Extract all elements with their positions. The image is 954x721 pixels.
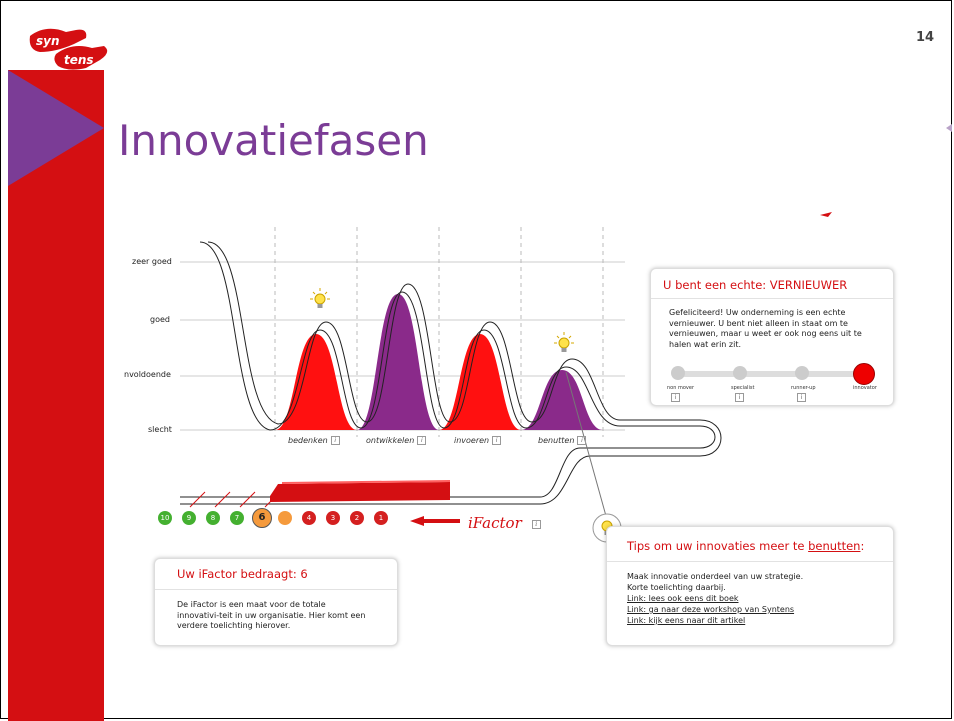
level-label: specialist <box>731 385 755 391</box>
ifactor-dot-9[interactable]: 9 <box>182 511 196 525</box>
ifactor-card-text: De iFactor is een maat voor de totale in… <box>177 600 366 630</box>
info-icon[interactable]: i <box>671 393 680 402</box>
ifactor-dot-3[interactable]: 3 <box>326 511 340 525</box>
level-dot[interactable] <box>733 366 747 380</box>
level-label: non mover <box>667 385 695 391</box>
level-dot-active[interactable] <box>853 363 875 385</box>
info-icon[interactable]: i <box>417 436 427 445</box>
level-label: innovator <box>853 385 877 391</box>
verdict-card: U bent een echte: VERNIEUWER Gefelicitee… <box>650 268 894 406</box>
tips-card: Tips om uw innovaties meer te benutten: … <box>606 526 894 646</box>
svg-text:tens: tens <box>64 53 94 67</box>
ifactor-train <box>270 480 451 502</box>
verdict-text: Gefeliciteerd! Uw onderneming is een ech… <box>669 308 862 349</box>
svg-text:syn: syn <box>36 34 60 48</box>
ifactor-card-title: Uw iFactor bedraagt: 6 <box>177 567 308 581</box>
ifactor-dot-10[interactable]: 10 <box>158 511 172 525</box>
syntens-logo: syn tens <box>29 28 108 70</box>
innovation-panel: zeer goed goed nvoldoende slecht bedenke… <box>120 212 902 652</box>
info-icon[interactable]: i <box>492 436 502 445</box>
tips-text: Korte toelichting daarbij. <box>627 583 726 592</box>
left-purple-triangle <box>8 70 104 186</box>
ifactor-dot-7[interactable]: 7 <box>230 511 244 525</box>
corner-mark <box>820 212 832 217</box>
level-dot[interactable] <box>671 366 685 380</box>
ifactor-dot-1[interactable]: 1 <box>374 511 388 525</box>
rail-marks <box>189 491 281 508</box>
info-icon[interactable]: i <box>531 519 541 529</box>
info-icon[interactable]: i <box>797 393 806 402</box>
info-icon[interactable]: i <box>735 393 744 402</box>
info-icon[interactable]: i <box>330 436 340 445</box>
level-label: runner-up <box>791 385 816 391</box>
tips-title-link[interactable]: benutten <box>808 539 861 553</box>
peak-invoeren <box>439 334 521 430</box>
ifactor-card: Uw iFactor bedraagt: 6 De iFactor is een… <box>154 558 398 646</box>
ylabel: slecht <box>148 425 172 434</box>
verdict-title: U bent een echte: VERNIEUWER <box>663 278 848 292</box>
peak-ontwikkelen <box>357 294 439 430</box>
ifactor-dot-4[interactable]: 4 <box>302 511 316 525</box>
page-title: Innovatiefasen <box>118 116 429 165</box>
phase-chart <box>180 212 832 543</box>
ifactor-arrow <box>410 516 460 526</box>
bulb-icon <box>310 288 330 308</box>
track-outline <box>180 241 722 505</box>
peak-benutten <box>521 370 603 430</box>
info-icon[interactable]: i <box>577 436 587 445</box>
tips-link-workshop[interactable]: Link: ga naar deze workshop van Syntens <box>627 605 795 614</box>
ifactor-dot-2[interactable]: 2 <box>350 511 364 525</box>
level-scale: non mover specialist runner-up innovator… <box>667 363 877 403</box>
ifactor-dot-8[interactable]: 8 <box>206 511 220 525</box>
ifactor-dot-current[interactable]: 6 <box>252 508 272 528</box>
ylabel: nvoldoende <box>124 370 171 379</box>
slide-number: 14 <box>916 30 935 45</box>
tips-link-book[interactable]: Link: lees ook eens dit boek <box>627 594 739 603</box>
ylabel: goed <box>150 315 170 324</box>
next-arrow-icon[interactable] <box>946 124 952 132</box>
tips-title: Tips om uw innovaties meer te benutten: <box>627 539 865 553</box>
bulb-icon <box>554 332 574 352</box>
tips-text: Maak innovatie onderdeel van uw strategi… <box>627 572 804 581</box>
tips-link-article[interactable]: Link: kijk eens naar dit artikel <box>627 616 746 625</box>
level-dot[interactable] <box>795 366 809 380</box>
ifactor-dot-5[interactable] <box>278 511 292 525</box>
ylabel: zeer goed <box>132 257 172 266</box>
